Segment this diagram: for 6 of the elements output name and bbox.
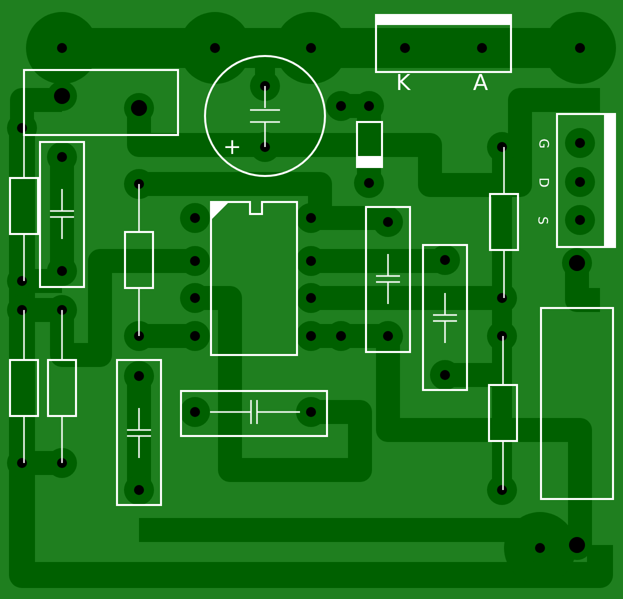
silkscreen-label: D: [536, 178, 550, 188]
silkscreen-label: K: [396, 73, 410, 95]
silkscreen-label: +: [223, 137, 242, 159]
silkscreen-label: G: [536, 138, 550, 149]
silkscreen-label: S: [536, 216, 549, 225]
silkscreen-label: A: [473, 73, 488, 95]
